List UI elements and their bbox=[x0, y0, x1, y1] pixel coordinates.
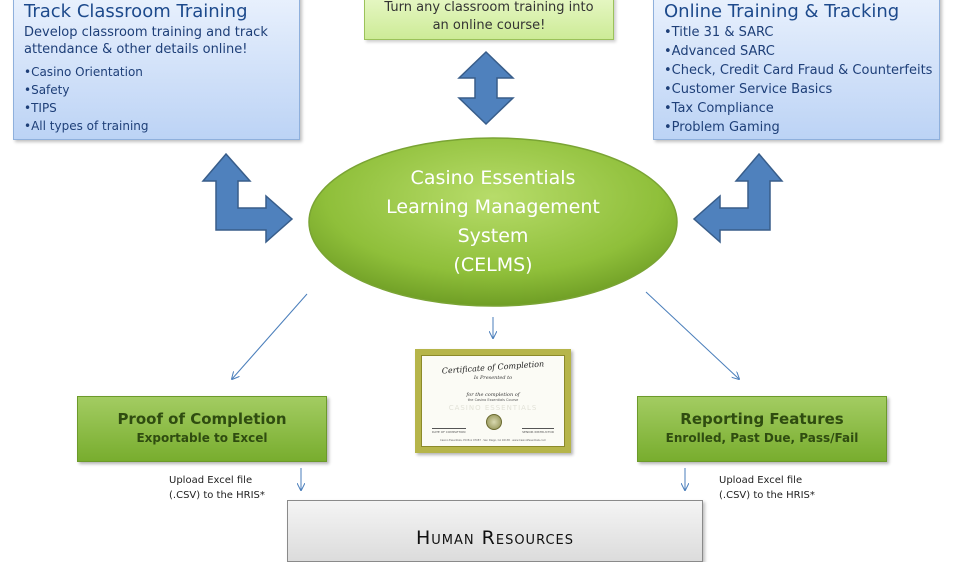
left-bent-arrow-icon bbox=[201, 152, 294, 244]
classroom-list: •Casino Orientation •Safety •TIPS •All t… bbox=[24, 63, 299, 135]
certificate-presented: Is Presented to bbox=[473, 375, 513, 381]
list-item: •TIPS bbox=[24, 101, 57, 115]
list-item: •Problem Gaming bbox=[664, 120, 780, 135]
list-item: •Customer Service Basics bbox=[664, 82, 833, 97]
celms-line-2: Learning Management bbox=[386, 196, 600, 218]
celms-line-4: (CELMS) bbox=[453, 254, 533, 276]
certificate-footer: Casino Essentials, PO Box 97087 · San Di… bbox=[439, 439, 546, 442]
list-item: •Check, Credit Card Fraud & Counterfeits bbox=[664, 63, 933, 78]
classroom-training-box: Track Classroom Training Develop classro… bbox=[13, 0, 300, 140]
online-training-box: Online Training & Tracking •Title 31 & S… bbox=[653, 0, 940, 140]
proof-subtitle: Exportable to Excel bbox=[136, 431, 268, 445]
right-bent-arrow-icon bbox=[692, 152, 784, 244]
proof-of-completion-box: Proof of Completion Exportable to Excel bbox=[77, 396, 327, 462]
list-item: •Tax Compliance bbox=[664, 101, 774, 116]
classroom-desc-line-1: Develop classroom training and track bbox=[24, 25, 268, 40]
classroom-training-title: Track Classroom Training bbox=[24, 1, 248, 22]
certificate-course: the Casino Essentials Course bbox=[467, 398, 519, 402]
online-training-title: Online Training & Tracking bbox=[664, 1, 900, 22]
upload-right-line-2: (.CSV) to the HRIS* bbox=[719, 490, 815, 501]
arrow-to-proof bbox=[232, 293, 308, 379]
list-item: •Safety bbox=[24, 83, 70, 97]
upload-left-line-2: (.CSV) to the HRIS* bbox=[169, 490, 265, 501]
reporting-title: Reporting Features bbox=[680, 410, 844, 428]
celms-line-3: System bbox=[457, 225, 529, 247]
celms-ellipse bbox=[308, 137, 678, 307]
top-double-arrow-icon bbox=[457, 50, 515, 126]
human-resources-title: Human Resources bbox=[415, 527, 575, 549]
celms-line-1: Casino Essentials bbox=[410, 167, 576, 189]
certificate-image: Certificate of Completion Is Presented t… bbox=[415, 349, 571, 453]
human-resources-box: Human Resources bbox=[287, 500, 703, 562]
proof-title: Proof of Completion bbox=[117, 410, 287, 428]
list-item: •All types of training bbox=[24, 119, 149, 133]
upload-right-line-1: Upload Excel file bbox=[719, 475, 803, 486]
classroom-desc-line-2: attendance & other details online! bbox=[24, 42, 248, 57]
online-training-list: •Title 31 & SARC •Advanced SARC •Check, … bbox=[664, 23, 939, 137]
certificate-date-label: DATE OF COMPLETION bbox=[432, 428, 466, 434]
certificate-signature-label: SENIOR INSTRUCTOR bbox=[522, 428, 554, 434]
upload-note-left: Upload Excel file (.CSV) to the HRIS* bbox=[169, 473, 265, 503]
arrow-to-reporting bbox=[645, 291, 739, 379]
top-note-line-1: Turn any classroom training into bbox=[384, 0, 594, 15]
celms-label: Casino Essentials Learning Management Sy… bbox=[340, 164, 646, 280]
upload-note-right: Upload Excel file (.CSV) to the HRIS* bbox=[719, 473, 815, 503]
reporting-subtitle: Enrolled, Past Due, Pass/Fail bbox=[665, 431, 859, 445]
upload-left-line-1: Upload Excel file bbox=[169, 475, 253, 486]
list-item: •Title 31 & SARC bbox=[664, 25, 774, 40]
top-note-line-2: an online course! bbox=[432, 18, 546, 33]
certificate-seal-icon bbox=[486, 414, 502, 430]
list-item: •Casino Orientation bbox=[24, 65, 143, 79]
certificate-completion: for the completion of bbox=[466, 392, 520, 398]
top-note-box: Turn any classroom training into an onli… bbox=[364, 0, 614, 40]
list-item: •Advanced SARC bbox=[664, 44, 775, 59]
certificate-watermark: CASINO ESSENTIALS bbox=[448, 404, 538, 412]
connector-layer bbox=[201, 50, 784, 536]
reporting-features-box: Reporting Features Enrolled, Past Due, P… bbox=[637, 396, 887, 462]
